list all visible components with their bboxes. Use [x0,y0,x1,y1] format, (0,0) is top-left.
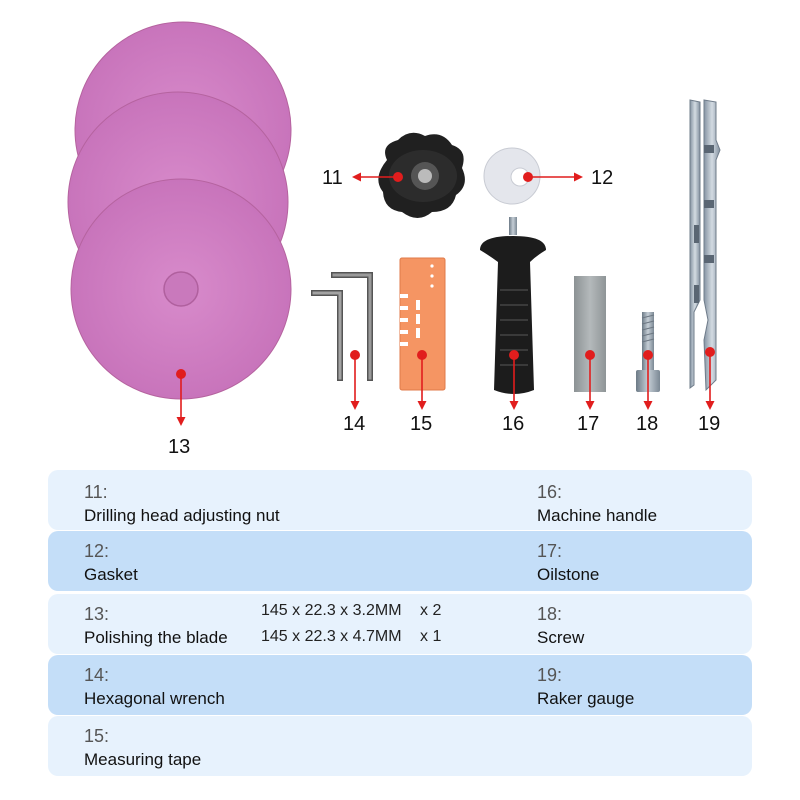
adjusting-nut-icon [378,132,465,218]
callout-17: 17 [577,413,600,435]
part-label-15: Measuring tape [84,750,202,769]
arrow-15-icon [417,350,427,410]
part-number-14: 14: [84,665,110,685]
part-label-19: Raker gauge [537,689,635,708]
arrow-17-icon [585,350,595,410]
part-label-14: Hexagonal wrench [84,689,225,708]
measuring-tape-icon [399,257,446,391]
parts-row-2: 12: Gasket 17: Oilstone [48,531,752,591]
part-number-16: 16: [537,482,563,502]
parts-row-4: 14: Hexagonal wrench 19: Raker gauge [48,655,752,715]
part-label-12: Gasket [84,565,138,584]
callout-16: 16 [502,413,525,435]
disc-center-hole [163,271,199,307]
part-number-19: 19: [537,665,563,685]
callout-15: 15 [410,413,433,435]
callout-13: 13 [168,436,191,458]
part-13-qty-2: x 1 [420,628,442,645]
parts-illustration [67,21,721,426]
parts-row-1: 11: Drilling head adjusting nut 16: Mach… [48,470,752,530]
arrow-16-icon [509,350,519,410]
hexagonal-wrench-icon [311,272,373,381]
part-number-13: 13: [84,604,110,624]
machine-handle-icon [480,217,546,394]
part-label-17: Oilstone [537,565,600,584]
part-label-11: Drilling head adjusting nut [84,506,280,525]
part-number-12: 12: [84,541,110,561]
part-label-18: Screw [537,628,585,647]
arrow-19-icon [705,347,715,410]
arrow-11-icon [352,172,403,182]
part-label-16: Machine handle [537,506,658,525]
arrow-12-icon [523,172,583,182]
callout-18: 18 [636,413,659,435]
callout-14: 14 [343,413,366,435]
part-13-spec-1: 145 x 22.3 x 3.2MM [261,602,402,619]
arrow-14-icon [350,350,360,410]
parts-row-5: 15: Measuring tape [48,716,752,776]
part-number-11: 11: [84,482,108,502]
part-number-17: 17: [537,541,563,561]
callout-11: 11 [322,167,343,189]
part-label-13: Polishing the blade [84,628,228,647]
arrow-13-icon [176,369,186,426]
callout-arrows [176,172,715,426]
raker-gauge-icon [689,99,721,392]
callout-19: 19 [698,413,721,435]
arrow-18-icon [643,350,653,410]
parts-row-3: 13: Polishing the blade 145 x 22.3 x 3.2… [48,594,752,654]
part-number-15: 15: [84,726,110,746]
polishing-disc-stack-icon [67,21,292,400]
part-13-qty-1: x 2 [420,602,442,619]
part-number-18: 18: [537,604,563,624]
part-13-spec-2: 145 x 22.3 x 4.7MM [261,628,402,645]
callout-12: 12 [591,167,614,189]
